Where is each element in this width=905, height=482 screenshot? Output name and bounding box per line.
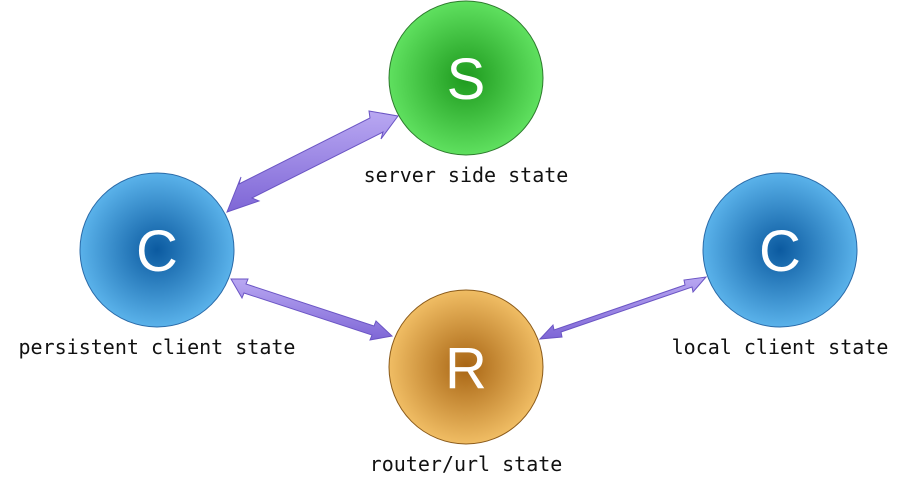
server-label: server side state	[364, 163, 569, 187]
local-client-letter: C	[759, 219, 801, 284]
server-letter: S	[447, 47, 486, 112]
local-client-label: local client state	[672, 335, 889, 359]
node-router: R router/url state	[370, 289, 563, 476]
persistent-client-letter: C	[136, 219, 178, 284]
arrow-persistent-client-router	[230, 278, 394, 341]
router-label: router/url state	[370, 452, 563, 476]
node-server: S server side state	[364, 0, 569, 187]
arrow-server-persistent-client	[226, 110, 399, 213]
node-persistent-client: C persistent client state	[19, 172, 296, 359]
router-circle	[388, 289, 544, 445]
persistent-client-circle	[79, 172, 235, 328]
local-client-circle	[702, 172, 858, 328]
arrow-router-local-client	[538, 276, 708, 340]
server-circle	[388, 0, 544, 156]
router-letter: R	[445, 336, 487, 401]
node-local-client: C local client state	[672, 172, 889, 359]
persistent-client-label: persistent client state	[19, 335, 296, 359]
